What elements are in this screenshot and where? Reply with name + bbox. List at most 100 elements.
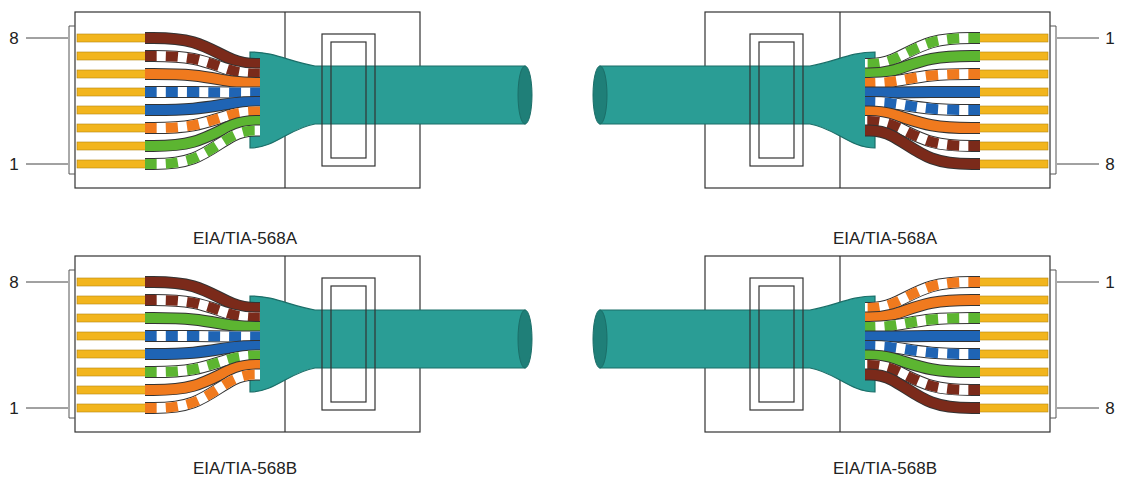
wire-outline <box>145 375 260 409</box>
latch-inner <box>759 42 794 158</box>
wire <box>865 331 980 342</box>
cable-jacket <box>600 296 875 392</box>
gold-contact <box>77 332 153 340</box>
standard-caption: EIA/TIA-568A <box>831 229 939 248</box>
pin-number: 8 <box>7 29 20 48</box>
contact-bracket <box>1050 26 1056 174</box>
wire <box>865 318 980 327</box>
wire <box>145 87 260 98</box>
gold-contact <box>77 278 153 286</box>
gold-contact <box>77 106 153 114</box>
standard-caption: EIA/TIA-568B <box>191 459 299 478</box>
gold-contact <box>77 88 153 96</box>
gold-contact <box>77 34 153 42</box>
gold-contact <box>972 386 1048 394</box>
pin-number: 8 <box>7 273 20 292</box>
standard-caption: EIA/TIA-568B <box>831 459 939 478</box>
gold-contact <box>77 368 153 376</box>
rj45-plug <box>593 12 1056 188</box>
wire-outline <box>145 131 260 165</box>
pin-number: 1 <box>7 399 20 418</box>
wire <box>865 375 980 409</box>
gold-contact <box>972 34 1048 42</box>
gold-contact <box>77 142 153 150</box>
wire-stripe <box>145 87 260 98</box>
gold-contact <box>972 160 1048 168</box>
wire <box>865 87 980 98</box>
leader-line <box>1057 38 1099 39</box>
leader-line <box>26 38 68 39</box>
gold-contact <box>77 386 153 394</box>
cable-jacket <box>250 52 525 148</box>
gold-contact <box>972 70 1048 78</box>
contact-bracket <box>69 270 75 418</box>
wire <box>865 131 980 165</box>
gold-contact <box>972 278 1048 286</box>
pin-number: 1 <box>1103 273 1116 292</box>
gold-contact <box>972 350 1048 358</box>
latch <box>322 34 375 166</box>
gold-contact <box>972 124 1048 132</box>
gold-contact <box>972 332 1048 340</box>
gold-contact <box>972 88 1048 96</box>
leader-line <box>1057 164 1099 165</box>
gold-contact <box>77 52 153 60</box>
cable-end <box>518 310 532 368</box>
pin-number: 8 <box>1103 155 1116 174</box>
leader-line <box>26 164 68 165</box>
leader-line <box>1057 282 1099 283</box>
gold-contact <box>77 160 153 168</box>
rj45-plug <box>69 256 532 432</box>
latch <box>750 278 803 410</box>
cable-jacket <box>250 296 525 392</box>
rj45-plug <box>69 12 532 188</box>
gold-contact <box>972 314 1048 322</box>
latch <box>750 34 803 166</box>
contact-bracket <box>69 26 75 174</box>
latch-inner <box>331 42 366 158</box>
gold-contact <box>77 350 153 358</box>
cable-end <box>593 66 607 124</box>
gold-contact <box>77 124 153 132</box>
wire-stripe <box>145 375 260 409</box>
gold-contact <box>77 296 153 304</box>
gold-contact <box>972 52 1048 60</box>
leader-line <box>26 282 68 283</box>
latch <box>322 278 375 410</box>
wire-outline <box>865 74 980 83</box>
wire-stripe <box>145 331 260 342</box>
cable-end <box>518 66 532 124</box>
wire <box>145 331 260 342</box>
cable-jacket <box>600 52 875 148</box>
wire-outline <box>145 318 260 327</box>
wire-outline <box>865 375 980 409</box>
leader-line <box>26 408 68 409</box>
wire-stripe <box>865 74 980 83</box>
latch-inner <box>759 286 794 402</box>
contact-bracket <box>1050 270 1056 418</box>
rj45-plug <box>593 256 1056 432</box>
pin-number: 1 <box>1103 29 1116 48</box>
gold-contact <box>972 368 1048 376</box>
gold-contact <box>972 404 1048 412</box>
wire-outline <box>145 74 260 83</box>
pin-number: 1 <box>7 155 20 174</box>
wire <box>145 131 260 165</box>
pin-number: 8 <box>1103 399 1116 418</box>
wire <box>145 74 260 83</box>
wire-outline <box>865 131 980 165</box>
wire-stripe <box>865 318 980 327</box>
gold-contact <box>972 106 1048 114</box>
standard-caption: EIA/TIA-568A <box>191 229 299 248</box>
gold-contact <box>77 314 153 322</box>
gold-contact <box>972 142 1048 150</box>
wire <box>145 375 260 409</box>
latch-inner <box>331 286 366 402</box>
wire-outline <box>865 318 980 327</box>
wire <box>145 318 260 327</box>
gold-contact <box>77 404 153 412</box>
gold-contact <box>972 296 1048 304</box>
wire <box>865 74 980 83</box>
wire-stripe <box>145 131 260 165</box>
